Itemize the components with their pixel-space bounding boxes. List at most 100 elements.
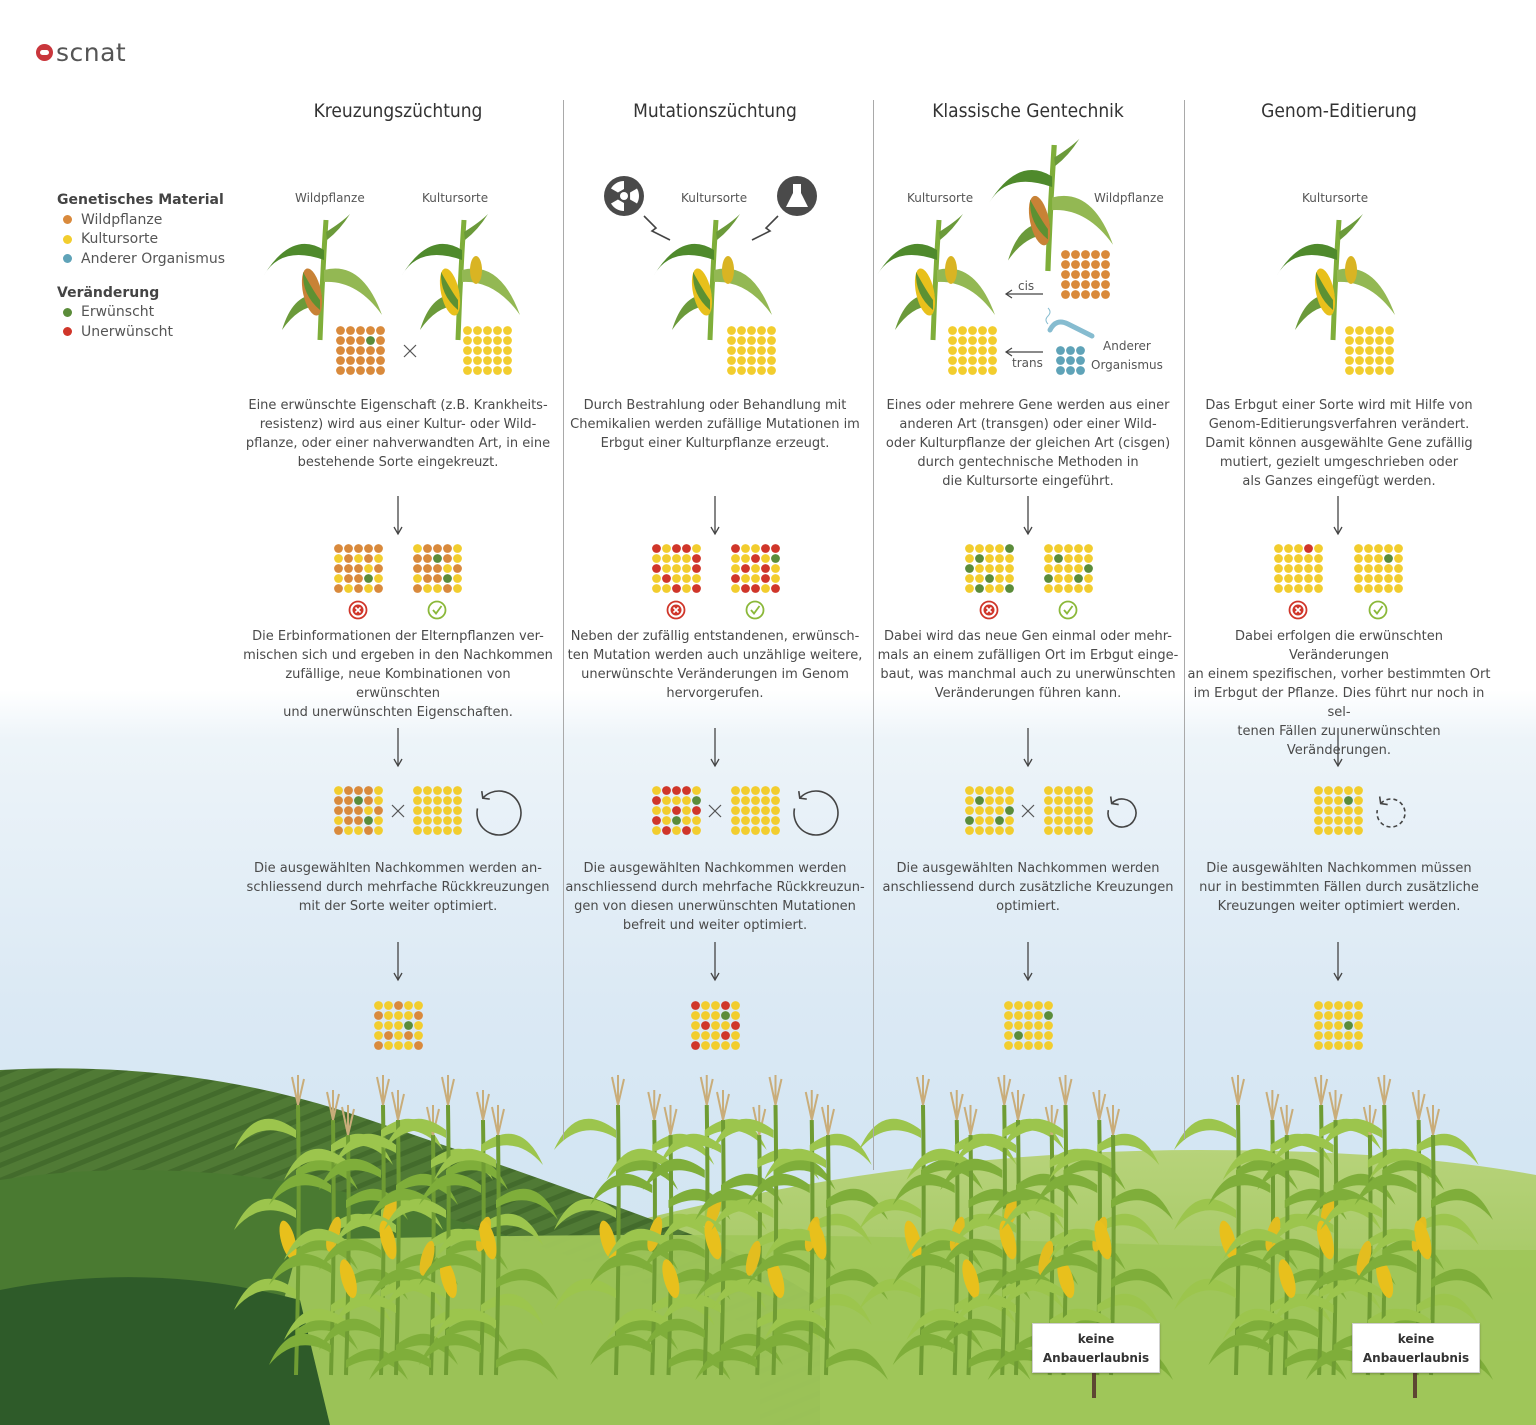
gene-dot [975, 544, 984, 553]
gene-dot [652, 786, 661, 795]
gene-dot [453, 584, 462, 593]
gene-dot [761, 826, 770, 835]
leaf [296, 1318, 358, 1350]
gene-dot [423, 584, 432, 593]
gene-dot [975, 826, 984, 835]
gene-dot [771, 564, 780, 573]
husk [302, 272, 320, 310]
gene-dot [1076, 346, 1085, 355]
gene-dot [1101, 250, 1110, 259]
leaf [757, 1148, 820, 1180]
gene-dot [1061, 260, 1070, 269]
gene-dot [394, 1041, 403, 1050]
leaf [369, 1188, 431, 1220]
step3-description: Die ausgewählten Nachkommen werden ansch… [565, 861, 865, 933]
gene-dot [1091, 290, 1100, 299]
gene-dot [1375, 346, 1384, 355]
gene-dot [1044, 544, 1053, 553]
corn-cob [1345, 256, 1357, 284]
wild-corn-plant [264, 214, 382, 341]
gene-dot [1324, 1021, 1333, 1030]
gene-dot [721, 1041, 730, 1050]
gene-dot [423, 544, 432, 553]
gene-dot [1324, 786, 1333, 795]
gene-dot [741, 796, 750, 805]
gene-dot [334, 786, 343, 795]
arrow-head [393, 758, 403, 768]
gene-dot [453, 786, 462, 795]
gene-dot [1005, 816, 1014, 825]
icon-mark [750, 605, 761, 615]
gene-dot [731, 564, 740, 573]
leaf [1208, 1173, 1271, 1205]
gene-dot [354, 584, 363, 593]
gene-dot [741, 544, 750, 553]
leaf [319, 1238, 381, 1270]
gene-dot [1354, 554, 1363, 563]
arrow-head [1023, 758, 1033, 768]
gene-dot [336, 346, 345, 355]
leaf [234, 1278, 296, 1310]
leaf [921, 1158, 983, 1190]
gene-dot [1314, 786, 1323, 795]
gene-dot [1004, 1011, 1013, 1020]
gene-dot [1334, 1021, 1343, 1030]
corn-cob [809, 1220, 827, 1260]
sign-post [1413, 1372, 1417, 1398]
gene-dot [965, 806, 974, 815]
gene-dot [975, 786, 984, 795]
icon-mark [672, 606, 680, 614]
tassel [768, 1075, 783, 1106]
gene-dot [1294, 584, 1303, 593]
leaf [606, 1228, 669, 1260]
other-organism-gene-grid [1056, 346, 1085, 375]
leaf [826, 1188, 888, 1220]
gene-dot [761, 574, 770, 583]
leaf [1257, 1318, 1320, 1350]
gene-dot [374, 786, 383, 795]
tassel [441, 1075, 455, 1106]
gene-dot [413, 826, 422, 835]
gene-dot [1314, 1031, 1323, 1040]
gene-dot [1354, 826, 1363, 835]
icon-ring [1368, 600, 1388, 620]
gene-dot [727, 366, 736, 375]
leaf [419, 1173, 481, 1205]
leaf [773, 1318, 836, 1350]
gene-dot [443, 544, 452, 553]
gene-dot [1364, 554, 1373, 563]
leaf [1369, 1148, 1431, 1180]
gene-dot [1056, 356, 1065, 365]
gene-dot [995, 806, 1004, 815]
gene-dot [344, 574, 353, 583]
bacterium-icon [1045, 307, 1095, 339]
gene-dot [1081, 280, 1090, 289]
gene-dot [1355, 336, 1364, 345]
step3-description: Die ausgewählten Nachkommen werden an- s… [246, 861, 550, 914]
gene-dot [1314, 796, 1323, 805]
gene-dot [751, 564, 760, 573]
stalk [455, 219, 467, 341]
gene-dot [1375, 356, 1384, 365]
leaf [496, 1348, 558, 1380]
leaf [716, 214, 740, 240]
leaf [334, 1133, 396, 1165]
gene-dot [1054, 816, 1063, 825]
gene-dot [771, 826, 780, 835]
gene-dot [354, 796, 363, 805]
gene-dot [662, 554, 671, 563]
leaf [1222, 1228, 1285, 1260]
gene-dot [1384, 564, 1393, 573]
gene-dot [751, 574, 760, 583]
tassel [1011, 1090, 1025, 1121]
leaf [695, 1348, 758, 1380]
gene-dot [1101, 260, 1110, 269]
leaf [296, 1158, 358, 1190]
bacterium-body [1047, 319, 1095, 339]
gene-dot [414, 1011, 423, 1020]
gene-dot [692, 564, 701, 573]
gene-dot [727, 326, 736, 335]
gene-dot [376, 366, 385, 375]
field-corn-group [234, 1075, 558, 1380]
leaf [668, 1348, 731, 1380]
